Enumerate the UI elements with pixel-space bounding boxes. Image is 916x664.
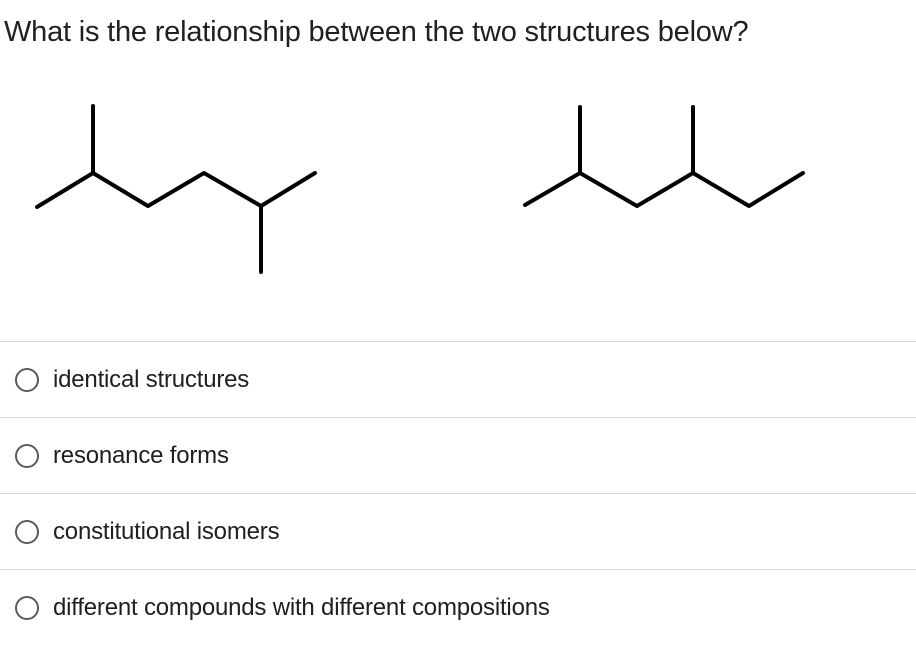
option-row-identical-structures[interactable]: identical structures [0,341,916,417]
option-label-identical-structures[interactable]: identical structures [53,365,250,393]
option-row-resonance-forms[interactable]: resonance forms [0,417,916,493]
option-label-different-compounds[interactable]: different compounds with different compo… [53,593,550,621]
option-label-constitutional-isomers[interactable]: constitutional isomers [53,517,280,545]
left-skeletal-structure [35,104,317,274]
radio-button-identical-structures[interactable] [15,367,39,392]
option-label-resonance-forms[interactable]: resonance forms [53,441,229,469]
answer-options-list: identical structures resonance forms con… [0,341,916,645]
radio-button-resonance-forms[interactable] [15,443,39,468]
option-row-constitutional-isomers[interactable]: constitutional isomers [0,493,916,569]
radio-button-constitutional-isomers[interactable] [15,519,39,544]
molecule-structures-figure [35,104,805,274]
option-row-different-compounds[interactable]: different compounds with different compo… [0,569,916,645]
right-skeletal-structure [523,105,805,208]
radio-button-different-compounds[interactable] [15,595,39,620]
question-title: What is the relationship between the two… [4,16,749,48]
